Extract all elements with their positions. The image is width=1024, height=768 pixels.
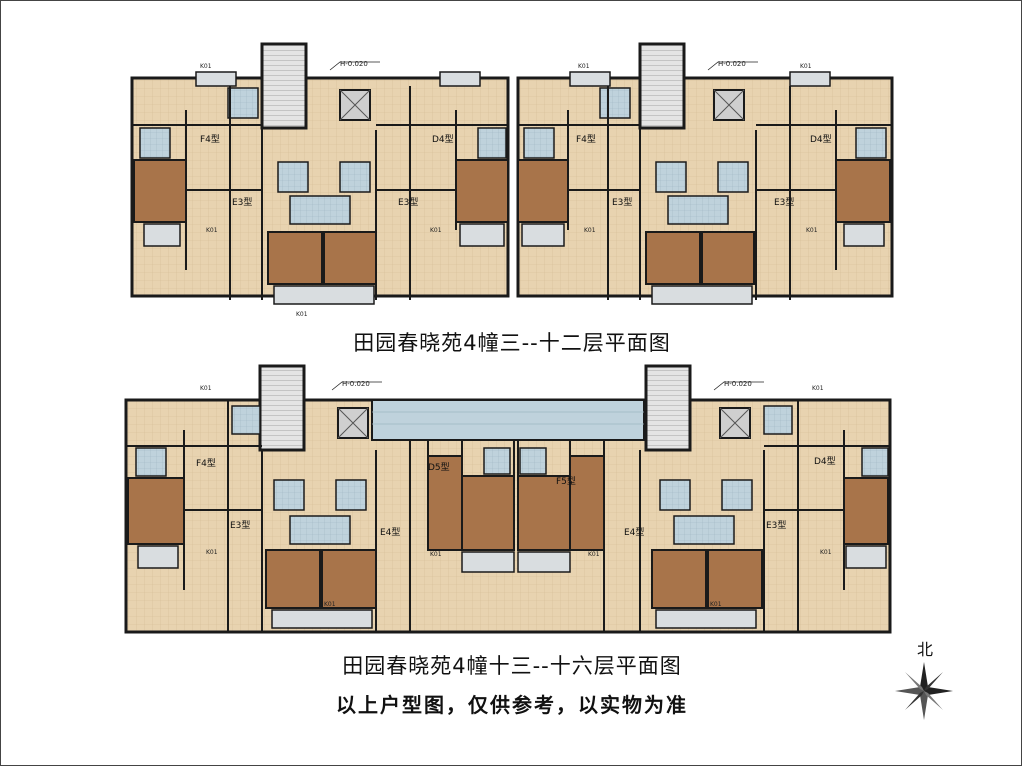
- window-code: K01: [206, 227, 218, 234]
- floor-plan-lower: F4型 E3型 E4型 D5型 F5型 E4型 E3型 D4型 H-0.020 …: [0, 360, 1024, 650]
- unit-label: E3型: [766, 520, 786, 531]
- disclaimer-text: 以上户型图，仅供参考，以实物为准: [336, 693, 688, 717]
- unit-label: D5型: [428, 462, 450, 473]
- window-code: K01: [296, 311, 308, 318]
- building-half-left: [130, 42, 510, 305]
- level-mark: H-0.020: [724, 380, 752, 388]
- unit-label: E4型: [624, 527, 644, 538]
- unit-label: E4型: [380, 527, 400, 538]
- window-code: K01: [584, 227, 596, 234]
- window-code: K01: [324, 601, 336, 608]
- building-half-right: [516, 42, 894, 305]
- level-mark: H-0.020: [340, 60, 368, 68]
- unit-label: E3型: [230, 520, 250, 531]
- window-code: K01: [206, 549, 218, 556]
- unit-label: F4型: [196, 458, 216, 469]
- compass-icon: [895, 662, 953, 720]
- window-code: K01: [710, 601, 722, 608]
- unit-label: D4型: [432, 134, 454, 145]
- window-code: K01: [430, 227, 442, 234]
- unit-label: D4型: [814, 456, 836, 467]
- window-code: K01: [200, 63, 212, 70]
- unit-label: D4型: [810, 134, 832, 145]
- plan-caption-upper: 田园春晓苑4幢三--十二层平面图: [353, 331, 671, 355]
- unit-label: F4型: [576, 134, 596, 145]
- unit-label: E3型: [232, 197, 252, 208]
- floor-plan-upper: F4型 E3型 E3型 D4型 F4型 E3型 E3型 D4型 H-0.020 …: [0, 0, 1024, 320]
- window-code: K01: [800, 63, 812, 70]
- window-code: K01: [820, 549, 832, 556]
- window-code: K01: [578, 63, 590, 70]
- window-code: K01: [430, 551, 442, 558]
- window-code: K01: [200, 385, 212, 392]
- level-mark: H-0.020: [718, 60, 746, 68]
- north-label: 北: [917, 640, 934, 659]
- unit-label: E3型: [774, 197, 794, 208]
- unit-label: F4型: [200, 134, 220, 145]
- level-mark: H-0.020: [342, 380, 370, 388]
- plan-caption-lower: 田园春晓苑4幢十三--十六层平面图: [342, 654, 682, 678]
- window-code: K01: [812, 385, 824, 392]
- unit-label: E3型: [398, 197, 418, 208]
- building-lower: [124, 364, 892, 634]
- unit-label: E3型: [612, 197, 632, 208]
- window-code: K01: [588, 551, 600, 558]
- window-code: K01: [806, 227, 818, 234]
- unit-label: F5型: [556, 476, 576, 487]
